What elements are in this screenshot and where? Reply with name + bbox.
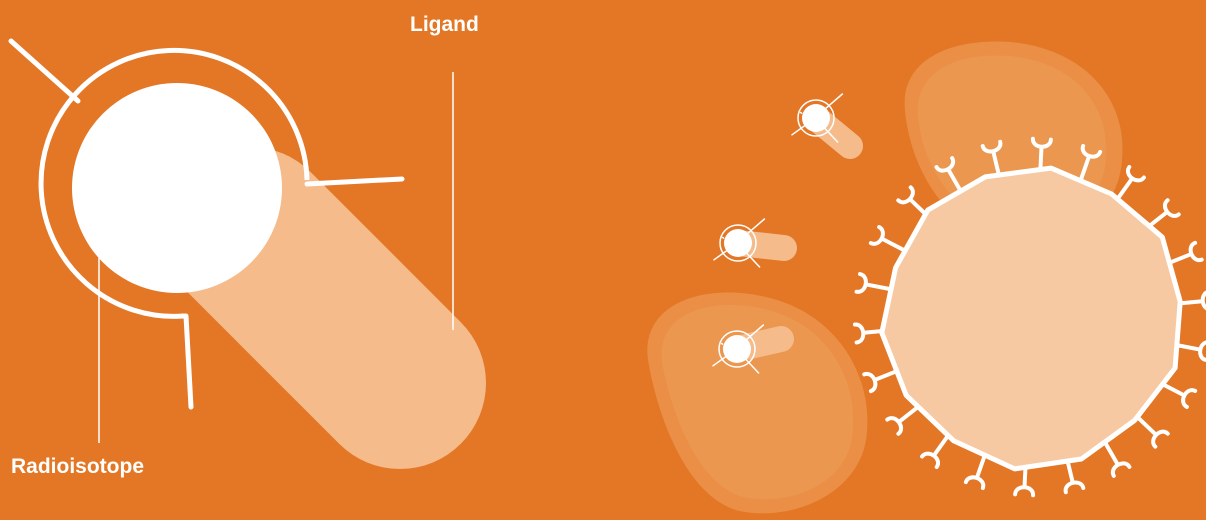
receptor: [966, 455, 985, 488]
mini-radioisotope-core: [724, 229, 752, 257]
receptor: [898, 187, 927, 216]
receptor: [922, 436, 948, 467]
receptor: [1138, 418, 1167, 447]
receptor: [1118, 167, 1144, 198]
receptor: [864, 371, 897, 391]
emission-ray: [723, 237, 724, 238]
radioisotope-label: Radioisotope: [11, 456, 144, 477]
receptor: [1169, 243, 1202, 263]
mini-radioligand: [714, 219, 784, 267]
receptor: [857, 274, 890, 293]
mini-radioisotope-core: [723, 335, 751, 363]
mini-radioisotope-core: [802, 104, 830, 132]
receptor: [1176, 341, 1206, 360]
emission-ray: [307, 179, 402, 184]
emission-ray: [11, 41, 78, 101]
receptor: [1106, 444, 1130, 476]
ligand-label: Ligand: [410, 14, 479, 35]
emission-ray: [722, 343, 723, 344]
emission-ray: [824, 94, 842, 110]
ligand-body: [250, 233, 400, 383]
emission-ray: [801, 112, 802, 113]
cell-body: [882, 168, 1180, 469]
receptor: [887, 407, 918, 434]
receptor: [1064, 459, 1083, 492]
receptor: [871, 227, 904, 250]
radioligand-closeup: [11, 41, 453, 443]
radioisotope-core: [72, 83, 282, 293]
receptor: [1148, 200, 1179, 227]
target-cell: [855, 139, 1206, 495]
emission-ray: [183, 316, 191, 407]
receptor: [1163, 384, 1196, 407]
mini-radioligand: [792, 94, 850, 146]
